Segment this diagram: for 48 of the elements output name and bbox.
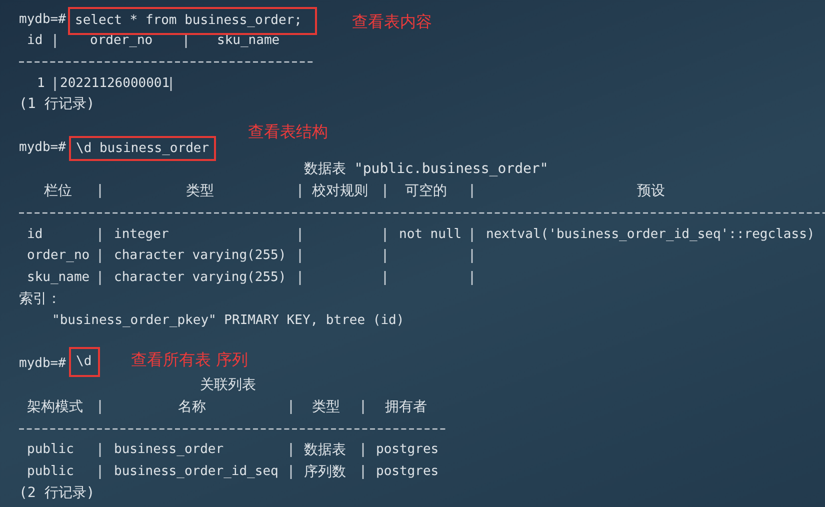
- terminal-text: sku_name: [217, 32, 280, 50]
- terminal-text: public: [27, 463, 74, 481]
- prompt-text: mydb=#: [19, 11, 66, 29]
- terminal-text: business_order_id_seq: [114, 463, 278, 481]
- terminal-text: character varying(255): [114, 247, 286, 265]
- command-text: select * from business_order;: [75, 12, 302, 30]
- prompt-text: mydb=#: [19, 355, 66, 373]
- terminal-text: character varying(255): [114, 269, 286, 287]
- terminal-text: 数据表 "public.business_order": [304, 160, 548, 178]
- terminal-text: (1 行记录): [19, 95, 95, 113]
- terminal-text: 预设: [637, 182, 665, 200]
- terminal-text: "business_order_pkey" PRIMARY KEY, btree (id): [52, 312, 404, 330]
- command-highlight-box: [69, 347, 100, 377]
- terminal-text: sku_name: [27, 269, 90, 287]
- terminal-text: 20221126000001: [60, 75, 170, 93]
- terminal-text: 类型: [312, 398, 340, 416]
- terminal-text: 拥有者: [385, 398, 427, 416]
- command-highlight-box: [68, 7, 317, 35]
- terminal-text: 栏位: [44, 182, 72, 200]
- terminal-text: id: [27, 32, 43, 50]
- terminal-text: id: [27, 226, 43, 244]
- terminal-text: postgres: [376, 463, 439, 481]
- command-text: \d business_order: [76, 140, 210, 158]
- terminal-text: 数据表: [304, 441, 346, 459]
- terminal-text: 类型: [186, 182, 214, 200]
- terminal-text: 可空的: [405, 182, 447, 200]
- prompt-text: mydb=#: [19, 139, 66, 157]
- command-text: \d: [76, 353, 92, 371]
- annotation-text: 查看所有表 序列: [131, 350, 248, 370]
- terminal-text: 1: [37, 75, 45, 93]
- command-highlight-box: [69, 136, 216, 161]
- terminal-text: not null: [399, 226, 462, 244]
- terminal-text: postgres: [376, 441, 439, 459]
- terminal-text: order_no: [90, 32, 153, 50]
- terminal-text: 序列数: [304, 463, 346, 481]
- terminal-text: 架构模式: [27, 398, 83, 416]
- terminal-text: order_no: [27, 247, 90, 265]
- annotation-text: 查看表内容: [352, 12, 432, 32]
- terminal-text: (2 行记录): [19, 484, 95, 502]
- terminal-text: public: [27, 441, 74, 459]
- terminal-text: integer: [114, 226, 169, 244]
- terminal-text: 名称: [178, 398, 206, 416]
- terminal-text: nextval('business_order_id_seq'::regclass): [486, 226, 815, 244]
- annotation-text: 查看表结构: [248, 122, 328, 142]
- terminal-text: business_order: [114, 441, 224, 459]
- terminal-text: 校对规则: [312, 182, 368, 200]
- terminal-text: 关联列表: [200, 376, 256, 394]
- terminal-text: 索引：: [19, 290, 61, 308]
